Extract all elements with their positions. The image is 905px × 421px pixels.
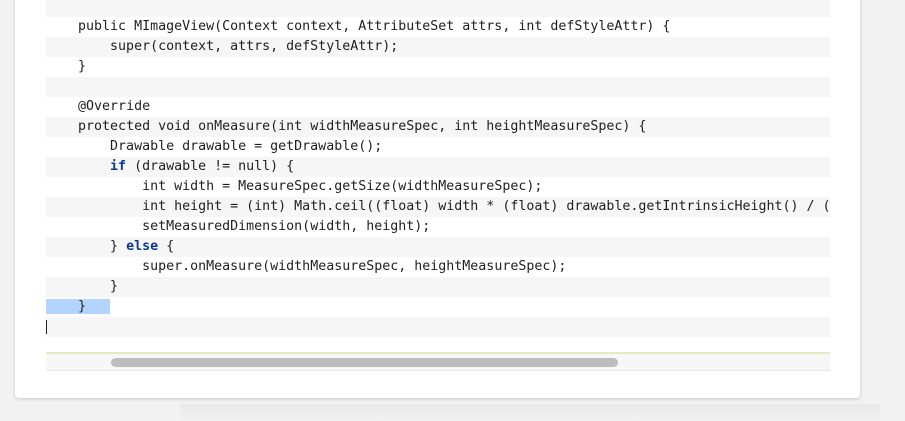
code-line [46, 317, 830, 337]
code-text: @Override [78, 99, 151, 114]
code-indent [46, 179, 142, 194]
code-line: } [46, 277, 830, 297]
code-line [46, 337, 830, 351]
code-indent [46, 199, 142, 214]
code-line: } else { [46, 237, 830, 257]
code-indent [46, 159, 110, 174]
code-indent [46, 19, 78, 34]
code-text: (drawable != null) { [126, 159, 295, 174]
code-line: @Override [46, 97, 830, 117]
code-keyword: if [110, 159, 127, 174]
code-indent [46, 239, 110, 254]
code-indent [46, 219, 142, 234]
code-indent [46, 59, 78, 74]
code-line [46, 0, 830, 17]
code-line: } [46, 57, 830, 77]
code-text: super(context, attrs, defStyleAttr); [110, 39, 399, 54]
code-text: public MImageView(Context context, Attri… [78, 19, 671, 34]
code-indent [46, 119, 78, 134]
scrollbar-thumb[interactable] [111, 358, 618, 367]
code-text: } [78, 59, 87, 74]
code-text: super.onMeasure(widthMeasureSpec, height… [142, 259, 567, 274]
code-indent [46, 279, 110, 294]
card-shadow [180, 404, 880, 421]
code-text: setMeasuredDimension(width, height); [142, 219, 431, 234]
code-line: int width = MeasureSpec.getSize(widthMea… [46, 177, 830, 197]
code-line: if (drawable != null) { [46, 157, 830, 177]
code-editor[interactable]: public MImageView(Context context, Attri… [46, 0, 830, 351]
code-line: Drawable drawable = getDrawable(); [46, 137, 830, 157]
code-text: } [110, 279, 119, 294]
code-line [46, 77, 830, 97]
code-line: public MImageView(Context context, Attri… [46, 17, 830, 37]
code-text: } [110, 239, 127, 254]
code-indent [46, 139, 110, 154]
code-line: protected void onMeasure(int widthMeasur… [46, 117, 830, 137]
code-line: super.onMeasure(widthMeasureSpec, height… [46, 257, 830, 277]
code-line: } [46, 297, 830, 317]
code-indent [46, 39, 110, 54]
code-line: setMeasuredDimension(width, height); [46, 217, 830, 237]
code-text: int width = MeasureSpec.getSize(widthMea… [142, 179, 543, 194]
code-text: protected void onMeasure(int widthMeasur… [78, 119, 647, 134]
code-keyword: else [126, 239, 159, 254]
code-text: Drawable drawable = getDrawable(); [110, 139, 383, 154]
text-cursor [46, 320, 47, 334]
selected-text: } [46, 299, 111, 314]
horizontal-scrollbar[interactable] [46, 352, 830, 371]
code-line: super(context, attrs, defStyleAttr); [46, 37, 830, 57]
code-indent [46, 99, 78, 114]
code-line: int height = (int) Math.ceil((float) wid… [46, 197, 830, 217]
code-text: { [158, 239, 175, 254]
code-indent [46, 259, 142, 274]
code-text: int height = (int) Math.ceil((float) wid… [142, 199, 830, 214]
